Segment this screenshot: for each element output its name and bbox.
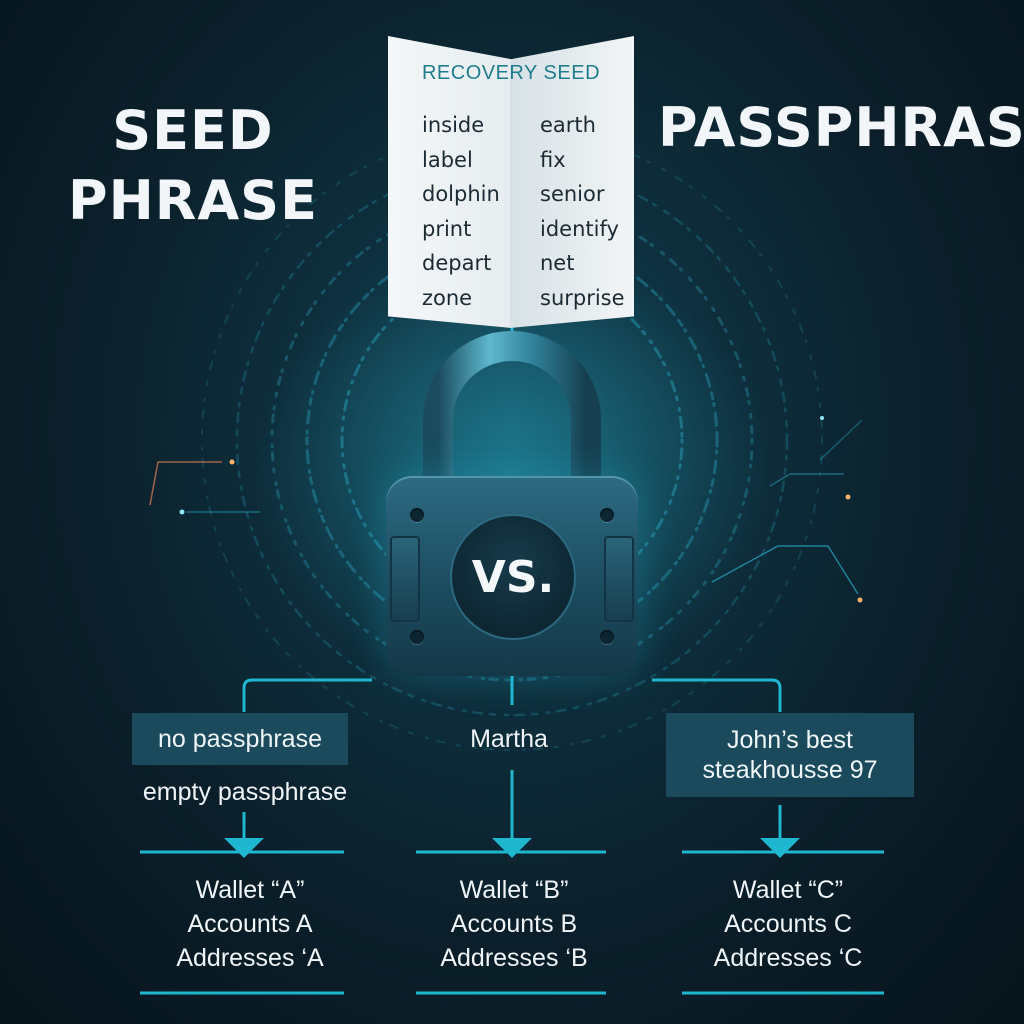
screw-icon xyxy=(410,508,424,522)
screw-icon xyxy=(600,508,614,522)
martha-passphrase-label: Martha xyxy=(470,725,548,753)
paper-left-page xyxy=(388,36,512,328)
seed-word: zone xyxy=(422,285,473,310)
lock-shackle xyxy=(423,331,601,490)
john-passphrase-line1: John’s best xyxy=(726,726,853,754)
wallet-addresses: Addresses ‘A xyxy=(176,944,324,972)
seed-words-right: earth fix senior identify net surprise xyxy=(540,108,625,315)
empty-passphrase-label: empty passphrase xyxy=(142,778,348,806)
circuit-dots xyxy=(179,416,863,603)
seed-words-left: inside label dolphin print depart zone xyxy=(422,108,500,315)
wallet-rules xyxy=(140,850,884,995)
paper-right-page xyxy=(510,36,634,328)
seed-title-line2: PHRASE xyxy=(68,169,318,232)
seed-word: print xyxy=(422,216,472,241)
seed-word: surprise xyxy=(540,285,625,310)
down-arrows xyxy=(224,770,800,858)
hinge-right xyxy=(604,536,634,622)
wallet-accounts: Accounts C xyxy=(724,910,852,938)
seed-word: depart xyxy=(422,251,492,275)
wallet-b-result: Wallet “B” Accounts B Addresses ‘B xyxy=(384,873,644,975)
seed-word: identify xyxy=(540,216,619,241)
john-passphrase-label: John’s best steakhousse 97 xyxy=(666,713,914,797)
lock-glow xyxy=(252,250,772,690)
hinge-left xyxy=(390,536,420,622)
screw-icon xyxy=(410,630,424,644)
john-passphrase-line2: steakhousse 97 xyxy=(702,756,878,784)
wallet-c-result: Wallet “C” Accounts C Addresses ‘C xyxy=(658,873,918,975)
wallet-accounts: Accounts A xyxy=(187,910,313,938)
seed-title-line1: SEED xyxy=(112,99,274,162)
wallet-a-result: Wallet “A” Accounts A Addresses ‘A xyxy=(120,873,380,975)
screw-icon xyxy=(600,630,614,644)
seed-word: label xyxy=(422,147,473,172)
wallet-addresses: Addresses ‘B xyxy=(440,944,588,972)
recovery-seed-card: RECOVERY SEED inside label dolphin print… xyxy=(388,36,634,328)
seed-word: dolphin xyxy=(422,182,500,206)
wallet-accounts: Accounts B xyxy=(450,910,578,938)
circuit-traces xyxy=(149,419,863,595)
seed-word: fix xyxy=(540,147,566,172)
branch-connectors xyxy=(242,676,782,712)
vs-label: VS. xyxy=(471,551,555,603)
wallet-addresses: Addresses ‘C xyxy=(713,944,863,972)
wallet-name: Wallet “C” xyxy=(732,876,844,904)
seed-phrase-title: SEED PHRASE xyxy=(58,96,328,236)
recovery-seed-heading: RECOVERY SEED xyxy=(421,62,601,84)
seed-word: senior xyxy=(540,182,605,206)
passphrase-title: PASSPHRASE xyxy=(658,96,1024,159)
seed-word: inside xyxy=(422,113,485,137)
no-passphrase-label: no passphrase xyxy=(132,713,348,765)
wallet-name: Wallet “A” xyxy=(195,876,305,904)
wallet-name: Wallet “B” xyxy=(459,876,569,904)
seed-word: net xyxy=(540,251,575,275)
vs-badge: VS. xyxy=(450,514,576,640)
seed-word: earth xyxy=(540,113,596,137)
padlock-icon: VS. xyxy=(386,476,638,676)
